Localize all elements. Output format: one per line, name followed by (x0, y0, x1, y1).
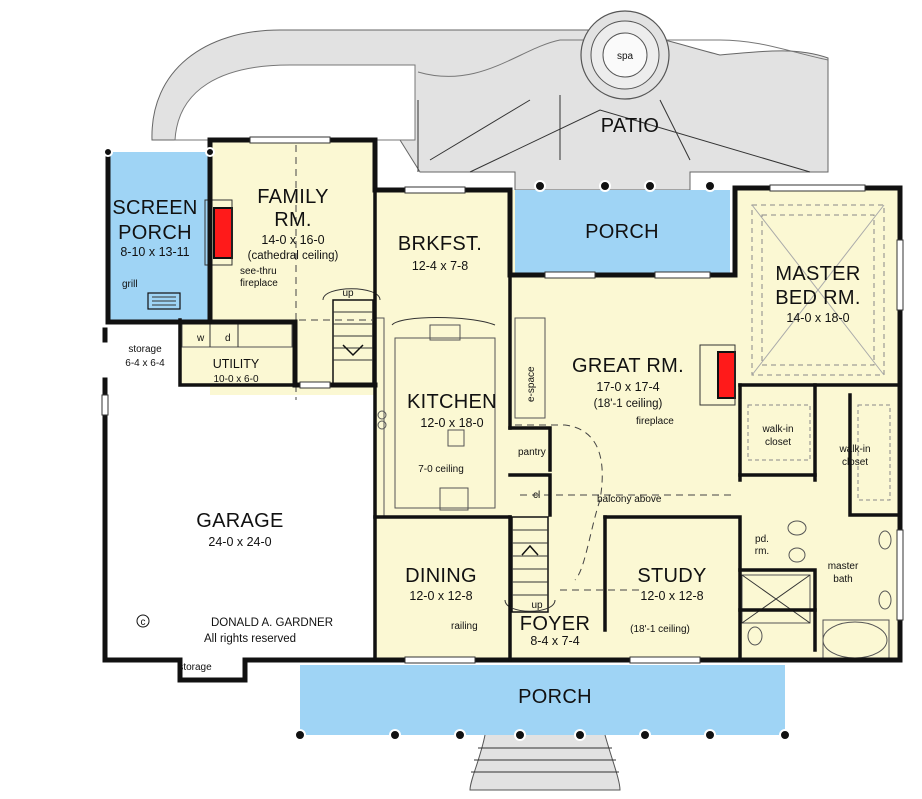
family-note: (cathedral ceiling) (248, 250, 339, 262)
utility-d: d (225, 333, 231, 344)
master-bed-label-2: BED RM. (775, 287, 860, 309)
brkfst-dims: 12-4 x 7-8 (412, 259, 468, 273)
dining-label: DINING (405, 565, 477, 587)
storage-side-dims: 6-4 x 6-4 (125, 358, 165, 369)
study-note: (18'-1 ceiling) (630, 624, 690, 635)
screen-porch-floor (108, 152, 210, 322)
grill-unit (147, 292, 181, 310)
family-label-2: RM. (274, 209, 312, 231)
copyright-symbol: c (141, 617, 146, 628)
patio-label: PATIO (601, 115, 660, 137)
closet2-label-2: closet (842, 457, 868, 468)
front-porch-floor (300, 665, 785, 735)
cl-label: cl (533, 490, 540, 501)
foyer-label: FOYER (520, 613, 590, 635)
copyright-circle (136, 614, 150, 628)
study-label: STUDY (637, 565, 706, 587)
front-porch-label: PORCH (518, 686, 592, 708)
see-thru-label-1: see-thru (240, 266, 277, 277)
great-room-fireplace (717, 351, 736, 399)
interior-walls (106, 188, 902, 662)
fireplace-label: fireplace (636, 416, 674, 427)
utility-dims: 10-0 x 6-0 (213, 374, 258, 385)
grill-label: grill (122, 279, 138, 290)
kitchen-label: KITCHEN (407, 391, 497, 413)
screen-porch-dims: 8-10 x 13-11 (120, 245, 189, 259)
master-bed-dims: 14-0 x 18-0 (786, 311, 849, 325)
family-fireplace (213, 207, 233, 259)
stair-up-label-2: up (531, 600, 543, 611)
master-bath-label-2: bath (833, 574, 852, 585)
closet1-label-1: walk-in (761, 424, 793, 435)
family-label-1: FAMILY (257, 186, 328, 208)
tray-ceiling (751, 204, 885, 376)
e-space-label: e-space (526, 366, 537, 402)
brkfst-label: BRKFST. (398, 233, 482, 255)
windows (101, 136, 904, 664)
see-thru-label-2: fireplace (240, 278, 278, 289)
rear-porch-label: PORCH (585, 221, 659, 243)
utility-w: w (196, 333, 205, 344)
railing-label: railing (451, 621, 478, 632)
dining-dims: 12-0 x 12-8 (409, 589, 472, 603)
screen-porch-label-1: SCREEN (112, 197, 197, 219)
study-dims: 12-0 x 12-8 (640, 589, 703, 603)
closet2-label-1: walk-in (838, 444, 870, 455)
utility-label: UTILITY (213, 357, 260, 371)
closet-shelves (747, 404, 891, 501)
porch-columns (103, 147, 791, 741)
closet1-label-2: closet (765, 437, 791, 448)
spa-basin (580, 10, 670, 100)
interior-floor (180, 140, 900, 660)
copyright-line1: DONALD A. GARDNER (211, 617, 333, 629)
pd-rm-label-1: pd. (755, 534, 769, 545)
pantry-label: pantry (518, 447, 546, 458)
pd-rm-label-2: rm. (755, 546, 769, 557)
master-bath-label-1: master (828, 561, 859, 572)
storage-bottom-label: storage (178, 662, 212, 673)
garage-dims: 24-0 x 24-0 (208, 535, 271, 549)
foyer-dims: 8-4 x 7-4 (530, 634, 579, 648)
great-rm-note: (18'-1 ceiling) (594, 398, 663, 410)
great-rm-label: GREAT RM. (572, 355, 684, 377)
family-dims: 14-0 x 16-0 (261, 233, 324, 247)
foyer-stair (504, 516, 556, 613)
storage-side-label: storage (128, 344, 162, 355)
screen-porch-label-2: PORCH (118, 222, 192, 244)
rear-porch-floor (515, 190, 730, 275)
kitchen-dims: 12-0 x 18-0 (420, 416, 483, 430)
garage-label: GARAGE (196, 510, 283, 532)
kitchen-note: 7-0 ceiling (418, 464, 464, 475)
front-steps (469, 734, 621, 791)
balcony-outline (215, 145, 735, 591)
stair-up-label-1: up (342, 288, 354, 299)
great-rm-dims: 17-0 x 17-4 (596, 380, 659, 394)
copyright-line2: All rights reserved (204, 633, 296, 645)
bath-fixtures (741, 520, 892, 661)
balcony-label: balcony above (597, 494, 662, 505)
labels: spa PATIO SCREEN PORCH 8-10 x 13-11 gril… (112, 51, 870, 708)
master-bed-label-1: MASTER (775, 263, 860, 285)
spa-label: spa (617, 51, 634, 62)
